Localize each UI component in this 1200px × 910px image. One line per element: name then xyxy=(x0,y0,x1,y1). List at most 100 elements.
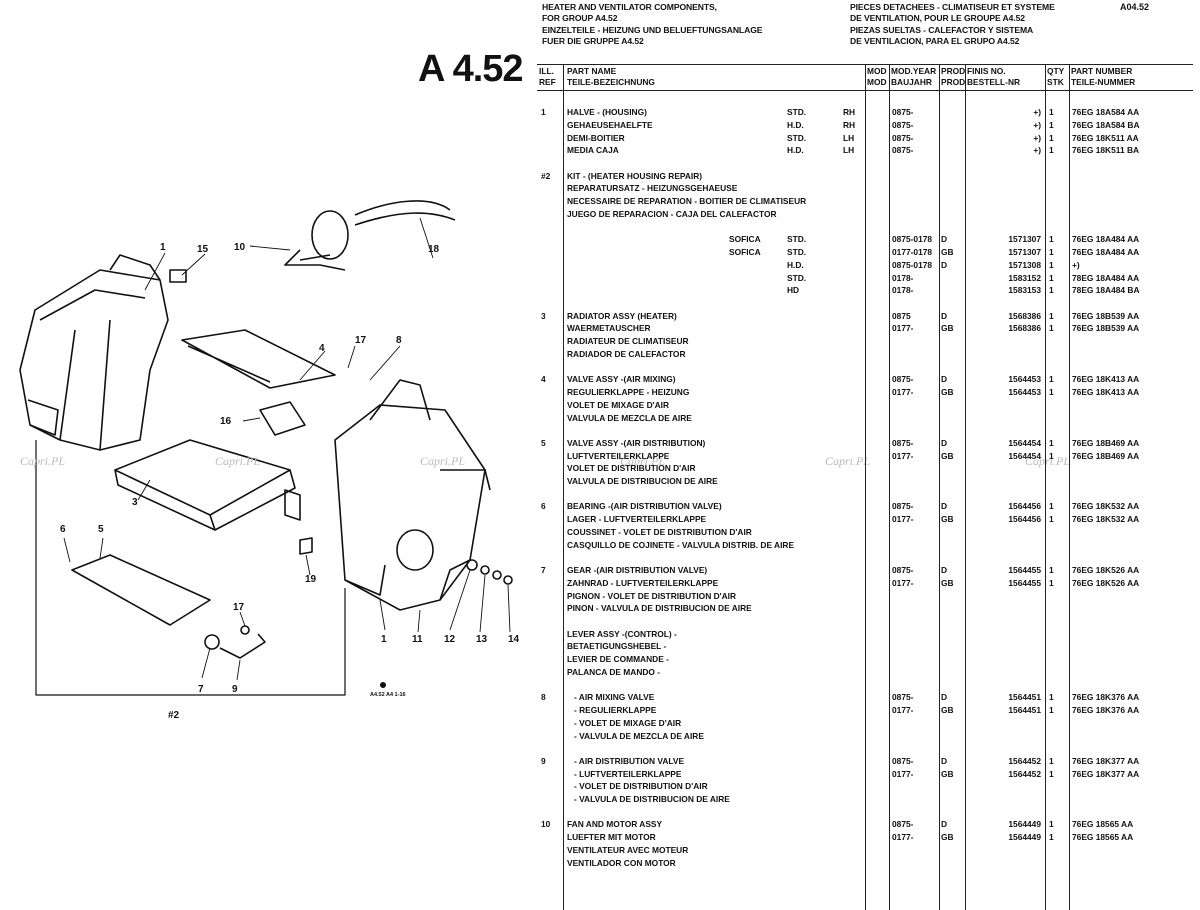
column-header-line-2: PROD xyxy=(941,77,966,87)
cell-finis-no: 1564452 xyxy=(1008,768,1041,779)
cell-ref: 5 xyxy=(541,437,546,448)
cell-prod: GB xyxy=(941,450,954,461)
callout-label: 10 xyxy=(234,242,246,253)
cell-finis-no: 1564455 xyxy=(1008,565,1041,575)
cell-part-name: VALVULA DE DISTRIBUCION DE AIRE xyxy=(567,476,718,487)
cell-prod: D xyxy=(941,755,948,766)
cell-finis-no: 1568386 xyxy=(1008,310,1041,321)
cell-variant: STD. xyxy=(787,272,807,283)
cell-side: LH xyxy=(843,145,855,156)
column-divider xyxy=(1045,64,1046,910)
cell-finis-no: +) xyxy=(1033,145,1041,156)
callout-label: 8 xyxy=(396,335,402,346)
diagram-ref-code: A4.52 A4 1-16 xyxy=(370,692,406,698)
cell-part-name: JUEGO DE REPARACION - CAJA DEL CALEFACTO… xyxy=(567,209,777,219)
cell-part-name: PALANCA DE MANDO - xyxy=(567,667,661,677)
cell-mod-year: 0177- xyxy=(892,768,914,779)
cell-prod: GB xyxy=(941,387,954,397)
cell-part-name: REGULIERKLAPPE - HEIZUNG xyxy=(567,387,690,397)
cell-ref: 9 xyxy=(541,755,546,766)
cell-part-name: KIT - (HEATER HOUSING REPAIR) xyxy=(567,170,703,181)
cell-qty: 1 xyxy=(1049,514,1054,525)
cell-part-name: VALVE ASSY -(AIR DISTRIBUTION) xyxy=(567,437,706,448)
header-line: HEATER AND VENTILATOR COMPONENTS, xyxy=(542,2,717,12)
air-distribution-valve-drawing xyxy=(71,554,211,626)
cell-prod: GB xyxy=(941,705,954,715)
cell-finis-no: 1564449 xyxy=(1008,832,1041,843)
cell-ref: #2 xyxy=(541,170,551,181)
cell-part-name: VOLET DE MIXAGE D'AIR xyxy=(567,399,670,410)
cell-prod: GB xyxy=(941,323,954,334)
column-header-line-1: QTY xyxy=(1047,66,1065,76)
cell-finis-no: 1564452 xyxy=(1008,755,1041,766)
column-header-line-2: TEILE-NUMMER xyxy=(1071,77,1136,87)
cell-finis-no: 1564454 xyxy=(1008,437,1041,448)
cell-part-name: LEVER ASSY -(CONTROL) - xyxy=(567,628,677,639)
column-header-line-1: MOD xyxy=(867,66,887,76)
housing-right-drawing xyxy=(334,379,491,611)
cell-part-name: VALVE ASSY -(AIR MIXING) xyxy=(567,374,676,385)
cell-mod-year: 0875 xyxy=(892,310,911,321)
cell-supplier: SOFICA xyxy=(729,234,761,245)
column-header-line-1: MOD.YEAR xyxy=(891,66,937,76)
radiator-drawing xyxy=(114,439,301,531)
cell-part-name: NECESSAIRE DE REPARATION - BOITIER DE CL… xyxy=(567,196,807,207)
cell-ref: 7 xyxy=(541,565,546,575)
cell-part-number: 76EG 18A584 BA xyxy=(1072,119,1140,130)
cell-part-name: MEDIA CAJA xyxy=(567,145,619,156)
cell-part-name: VOLET DE DISTRIBUTION D'AIR xyxy=(567,463,696,474)
callout-label: 6 xyxy=(60,524,66,535)
cell-mod-year: 0875- xyxy=(892,437,914,448)
cell-mod-year: 0875- xyxy=(892,755,914,766)
cell-variant: STD. xyxy=(787,247,807,257)
cell-part-name: LUEFTER MIT MOTOR xyxy=(567,832,656,843)
cell-part-number: 76EG 18K532 AA xyxy=(1072,501,1140,512)
fan-motor-drawing xyxy=(284,200,456,271)
callout-label: 15 xyxy=(197,244,209,255)
cell-mod-year: 0875-0178 xyxy=(892,259,933,270)
housing-left-drawing xyxy=(19,254,169,451)
callout-label: 1 xyxy=(381,634,387,645)
cell-prod: GB xyxy=(941,768,954,779)
cell-mod-year: 0177- xyxy=(892,705,914,715)
cell-finis-no: 1571307 xyxy=(1008,247,1041,257)
cell-part-number: 78EG 18A484 AA xyxy=(1072,272,1140,283)
cell-prod: D xyxy=(941,374,948,385)
header-line: FOR GROUP A4.52 xyxy=(542,13,618,24)
foam-16-drawing xyxy=(259,401,306,436)
column-divider xyxy=(889,64,890,910)
cell-prod: D xyxy=(941,437,948,448)
cell-part-number: 78EG 18A484 BA xyxy=(1072,285,1140,296)
page-title: A 4.52 xyxy=(418,48,524,90)
cell-qty: 1 xyxy=(1049,323,1054,334)
cell-part-number: 76EG 18A584 AA xyxy=(1072,107,1140,117)
small-parts-drawing xyxy=(466,559,513,585)
cell-mod-year: 0875- xyxy=(892,501,914,512)
cell-part-name: - AIR MIXING VALVE xyxy=(567,692,655,703)
callout-label: 17 xyxy=(355,335,367,346)
cell-finis-no: 1571308 xyxy=(1008,259,1041,270)
cell-part-name: - REGULIERKLAPPE xyxy=(567,705,657,715)
cell-qty: 1 xyxy=(1049,832,1054,843)
cell-finis-no: 1564453 xyxy=(1008,374,1041,385)
cell-part-name: BEARING -(AIR DISTRIBUTION VALVE) xyxy=(567,501,722,512)
cell-ref: 10 xyxy=(541,819,551,830)
cell-part-name: LUFTVERTEILERKLAPPE xyxy=(567,450,670,461)
watermark-text: Capri.PL xyxy=(1025,454,1071,468)
cell-prod: D xyxy=(941,310,948,321)
cell-qty: 1 xyxy=(1049,374,1054,385)
column-divider xyxy=(939,64,940,910)
cell-variant: STD. xyxy=(787,234,807,245)
cell-part-number: 76EG 18B539 AA xyxy=(1072,323,1140,334)
cell-finis-no: 1571307 xyxy=(1008,234,1041,245)
cell-qty: 1 xyxy=(1049,285,1054,296)
column-divider xyxy=(563,64,564,910)
cell-qty: 1 xyxy=(1049,768,1054,779)
column-header-line-2: STK xyxy=(1047,77,1064,87)
cell-part-number: 76EG 18K377 AA xyxy=(1072,755,1140,766)
callout-label: 16 xyxy=(220,416,232,427)
cell-part-number: 76EG 18K413 AA xyxy=(1072,387,1140,397)
